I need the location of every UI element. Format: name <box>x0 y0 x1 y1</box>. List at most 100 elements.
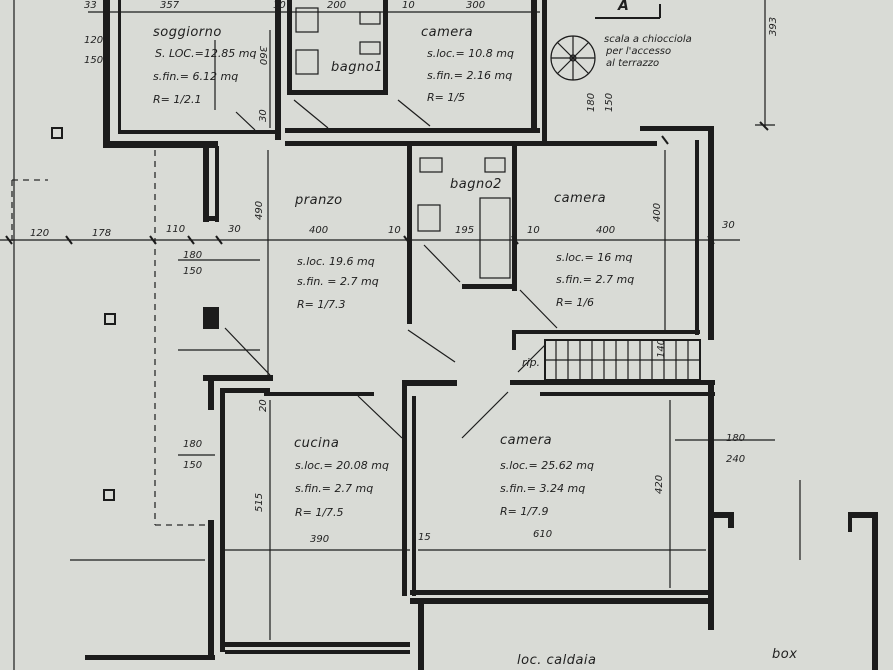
wall-camera3-north-inner <box>540 392 715 396</box>
dimension-label: 490 <box>254 201 265 220</box>
section-marker-label: A <box>617 0 629 14</box>
room-sfin: s.fin.= 6.12 mq <box>153 70 238 83</box>
wall-bagno1-south <box>287 90 387 95</box>
wall-bagno2-south <box>462 284 517 289</box>
wall-camera3-east <box>708 380 714 630</box>
wall-stair-top-left <box>512 330 516 350</box>
wall-camera1-east <box>531 0 537 132</box>
dimension-label: 200 <box>327 0 346 11</box>
bathroom-fixtures <box>295 7 511 279</box>
dimension-label: 180 <box>586 93 597 112</box>
room-name: camera <box>554 191 606 206</box>
stair-note-line: per l'accesso <box>605 46 671 57</box>
door-swing <box>235 111 256 131</box>
dimension-label: 390 <box>310 534 329 545</box>
room-cucina: cucina s.loc.= 20.08 mq s.fin.= 2.7 mq R… <box>294 436 389 519</box>
door-swing <box>407 329 456 363</box>
room-sfin: s.fin.= 2.7 mq <box>295 482 373 495</box>
room-soggiorno: soggiorno S. LOC.=12.85 mq s.fin.= 6.12 … <box>153 25 257 106</box>
dimension-label: 30 <box>258 109 269 122</box>
dimension-label: 10 <box>273 0 286 11</box>
dimension-label: 33 <box>84 0 97 11</box>
door-swing <box>293 99 329 129</box>
dimension-label: 400 <box>309 225 328 236</box>
room-sfin: s.fin. = 2.7 mq <box>297 275 379 288</box>
walls <box>85 0 878 670</box>
door-swing <box>224 327 271 376</box>
wall-cucina-south <box>225 642 410 647</box>
dimension-label: 15 <box>418 532 431 543</box>
wall-camera2-south <box>512 330 700 334</box>
dimension-label: 393 <box>768 17 779 36</box>
toilet-icon <box>295 49 319 75</box>
dimension-label: 120 <box>30 228 49 239</box>
dim-tick <box>759 121 769 131</box>
dimension-label: 150 <box>84 55 103 66</box>
room-name: pranzo <box>294 193 343 208</box>
wall-cucina-south-outer <box>225 650 410 654</box>
room-sloc: S. LOC.=12.85 mq <box>155 47 257 60</box>
wall-camera2-east-inner <box>695 140 699 335</box>
dimension-label: 180 <box>183 250 202 261</box>
dimension-label: 400 <box>652 203 663 222</box>
column-marker-icon <box>104 313 116 325</box>
room-sfin: s.fin.= 3.24 mq <box>500 482 585 495</box>
dimension-label: 140 <box>656 339 667 358</box>
stair-note-line: al terrazzo <box>606 58 659 69</box>
wall-camera1-east-outer <box>542 0 547 146</box>
wall-soggiorno-south-inner <box>118 130 280 134</box>
stair-note-line: scala a chiocciola <box>604 34 692 45</box>
dimension-label: 180 <box>183 439 202 450</box>
spiral-stair <box>550 35 596 81</box>
dimension-lines <box>0 0 775 640</box>
room-name: camera <box>421 25 473 40</box>
stair-landing-diagonal <box>517 344 546 373</box>
dimension-label: 120 <box>84 35 103 46</box>
wall-camera3-south <box>410 590 710 595</box>
door-swing <box>461 391 509 439</box>
room-sfin: s.fin.= 2.7 mq <box>556 273 634 286</box>
dim-tick <box>149 235 157 245</box>
room-ratio: R= 1/5 <box>427 91 465 104</box>
wall-caldaia-north <box>410 598 710 604</box>
sink-icon <box>419 157 443 173</box>
dim-tick <box>187 235 195 245</box>
dimension-label: 10 <box>527 225 540 236</box>
wall-camera3-east-ledge-post <box>728 512 734 528</box>
dim-tick <box>707 235 715 245</box>
wall-top-rooms-south <box>285 128 540 133</box>
dimension-label: 300 <box>466 0 485 11</box>
room-camera-1: camera s.loc.= 10.8 mq s.fin.= 2.16 mq R… <box>421 25 514 104</box>
dimension-label: 178 <box>92 228 111 239</box>
room-box-name: box <box>772 647 797 662</box>
room-sloc: s.loc.= 10.8 mq <box>427 47 514 60</box>
door-swing <box>397 99 431 127</box>
column-marker-icon <box>51 127 63 139</box>
dim-tick <box>661 135 669 145</box>
room-bagno2-name: bagno2 <box>450 177 502 192</box>
wall-bagno1-west <box>287 0 292 95</box>
wall-pranzo-west-upper-inner <box>215 146 219 222</box>
room-sloc: s.loc.= 25.62 mq <box>500 459 594 472</box>
dimension-label: 515 <box>254 493 265 512</box>
room-pranzo: pranzo s.loc. 19.6 mq s.fin. = 2.7 mq R=… <box>294 193 379 311</box>
dim-tick <box>403 235 411 245</box>
column-markers <box>51 127 116 501</box>
wall-corridor-north <box>285 141 547 146</box>
dimension-label: 357 <box>160 0 180 11</box>
room-sloc: s.loc. 19.6 mq <box>297 255 375 268</box>
wall-central-stub <box>402 380 457 386</box>
spiral-stair-note: scala a chiocciola per l'accesso al terr… <box>604 34 692 69</box>
wall-central-stub-post <box>402 380 407 400</box>
dimension-label: 30 <box>228 224 241 235</box>
room-sloc: s.loc.= 16 mq <box>556 251 632 264</box>
room-bagno1-name: bagno1 <box>331 60 383 75</box>
dimension-label: 20 <box>258 399 269 412</box>
dimension-labels: 33 357 10 200 10 300 360 120 150 30 393 … <box>30 0 779 545</box>
room-ratio: R= 1/7.3 <box>297 298 346 311</box>
door-swing <box>423 244 461 283</box>
wall-south-left <box>85 655 215 660</box>
wall-camera3-east-ledge <box>708 512 734 518</box>
dimension-label: 240 <box>726 454 745 465</box>
room-camera-3: camera s.loc.= 25.62 mq s.fin.= 3.24 mq … <box>500 433 594 518</box>
